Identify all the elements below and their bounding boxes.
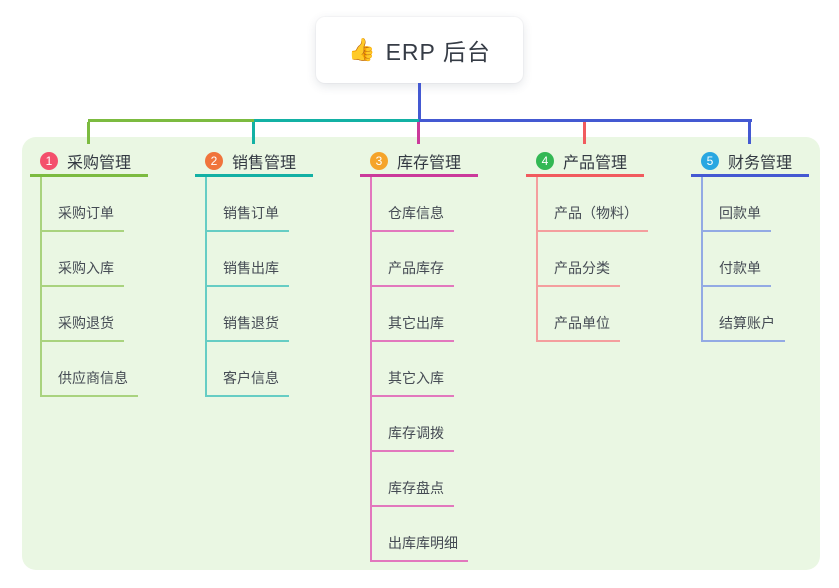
child-node[interactable]: 出库库明细 bbox=[370, 533, 468, 562]
child-node[interactable]: 采购退货 bbox=[40, 313, 124, 342]
child-node[interactable]: 库存调拨 bbox=[370, 423, 454, 452]
branch-number-badge: 4 bbox=[536, 152, 554, 170]
branch-title-label: 产品管理 bbox=[563, 155, 628, 172]
branch-title-label: 销售管理 bbox=[232, 155, 297, 172]
child-node[interactable]: 客户信息 bbox=[205, 368, 289, 397]
children-connector bbox=[370, 177, 372, 560]
bus-connector-purchase bbox=[88, 119, 255, 122]
child-node[interactable]: 供应商信息 bbox=[40, 368, 138, 397]
child-node[interactable]: 采购入库 bbox=[40, 258, 124, 287]
branch-number-badge: 5 bbox=[701, 152, 719, 170]
branch-drop-connector bbox=[87, 122, 90, 144]
branch-title-product[interactable]: 4 产品管理 bbox=[536, 149, 627, 173]
child-node[interactable]: 仓库信息 bbox=[370, 203, 454, 232]
branch-drop-connector bbox=[252, 122, 255, 144]
thumbs-up-icon: 👍 bbox=[348, 37, 376, 62]
child-node[interactable]: 其它入库 bbox=[370, 368, 454, 397]
child-node[interactable]: 产品分类 bbox=[536, 258, 620, 287]
root-connector bbox=[418, 83, 421, 120]
child-node[interactable]: 产品单位 bbox=[536, 313, 620, 342]
branch-title-label: 财务管理 bbox=[728, 155, 793, 172]
branch-drop-connector bbox=[583, 122, 586, 144]
branch-underline bbox=[691, 174, 809, 177]
child-node[interactable]: 回款单 bbox=[701, 203, 771, 232]
bus-connector-finance bbox=[419, 119, 752, 122]
branch-underline bbox=[360, 174, 478, 177]
branch-underline bbox=[526, 174, 644, 177]
branch-drop-connector bbox=[417, 122, 420, 144]
branch-underline bbox=[195, 174, 313, 177]
branch-title-label: 采购管理 bbox=[67, 155, 132, 172]
branch-group-panel bbox=[22, 137, 820, 570]
child-node[interactable]: 产品库存 bbox=[370, 258, 454, 287]
child-node[interactable]: 销售出库 bbox=[205, 258, 289, 287]
branch-underline bbox=[30, 174, 148, 177]
branch-number-badge: 1 bbox=[40, 152, 58, 170]
child-node[interactable]: 付款单 bbox=[701, 258, 771, 287]
root-node-erp[interactable]: 👍 ERP 后台 bbox=[316, 17, 523, 83]
branch-number-badge: 3 bbox=[370, 152, 388, 170]
branch-title-purchase[interactable]: 1 采购管理 bbox=[40, 149, 131, 173]
branch-title-finance[interactable]: 5 财务管理 bbox=[701, 149, 792, 173]
child-node[interactable]: 结算账户 bbox=[701, 313, 785, 342]
bus-connector-sales bbox=[254, 119, 420, 122]
root-node-label: ERP 后台 bbox=[385, 39, 491, 65]
child-node[interactable]: 其它出库 bbox=[370, 313, 454, 342]
branch-title-label: 库存管理 bbox=[397, 155, 462, 172]
child-node[interactable]: 产品（物料） bbox=[536, 203, 648, 232]
child-node[interactable]: 库存盘点 bbox=[370, 478, 454, 507]
child-node[interactable]: 销售退货 bbox=[205, 313, 289, 342]
branch-title-sales[interactable]: 2 销售管理 bbox=[205, 149, 296, 173]
branch-drop-connector bbox=[748, 122, 751, 144]
branch-title-inventory[interactable]: 3 库存管理 bbox=[370, 149, 461, 173]
child-node[interactable]: 采购订单 bbox=[40, 203, 124, 232]
branch-number-badge: 2 bbox=[205, 152, 223, 170]
children-connector bbox=[701, 177, 703, 340]
child-node[interactable]: 销售订单 bbox=[205, 203, 289, 232]
children-connector bbox=[536, 177, 538, 340]
